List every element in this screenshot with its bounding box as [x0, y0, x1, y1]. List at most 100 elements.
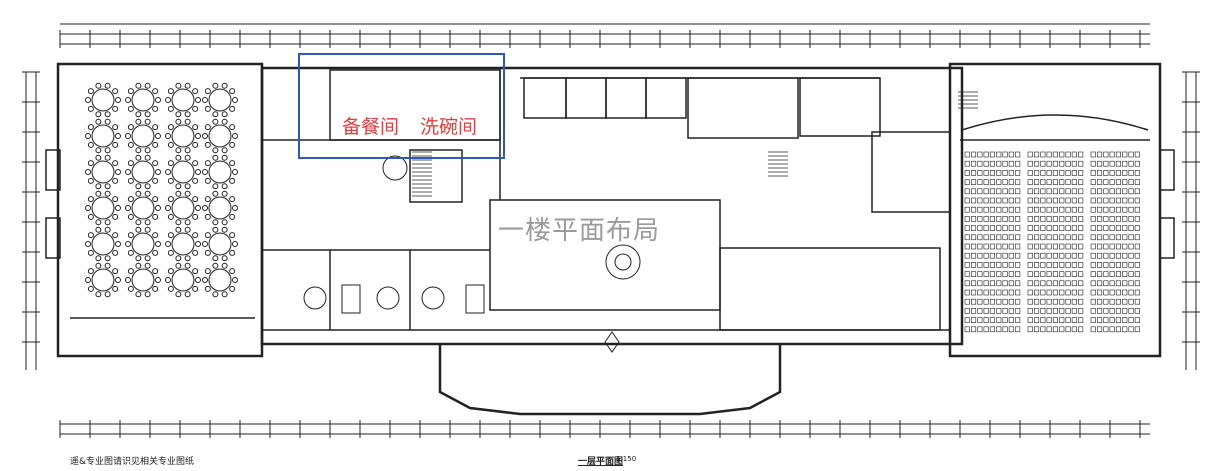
banquet-chair: [192, 285, 199, 292]
auditorium-seat: [964, 326, 970, 333]
auditorium-seat: [983, 262, 989, 268]
banquet-chair: [95, 82, 102, 89]
auditorium-seat: [1040, 317, 1046, 323]
banquet-chair: [221, 118, 228, 125]
auditorium-seat: [1040, 160, 1046, 167]
plan-title: 一楼平面布局: [498, 216, 661, 246]
auditorium-seat: [1090, 179, 1096, 185]
banquet-chair: [229, 177, 236, 184]
banquet-chair: [229, 232, 236, 239]
auditorium-seat: [1046, 197, 1052, 204]
auditorium-seat: [1090, 289, 1096, 296]
auditorium-seat: [1078, 317, 1084, 323]
banquet-table: [91, 160, 115, 184]
auditorium-seat: [989, 225, 996, 231]
auditorium-seat: [1008, 271, 1014, 277]
auditorium-seat: [977, 280, 983, 287]
banquet-chair: [112, 124, 119, 131]
auditorium-seat: [1128, 317, 1134, 323]
banquet-chair: [212, 291, 219, 298]
auditorium-seat: [1071, 326, 1077, 333]
banquet-chair: [135, 262, 142, 269]
auditorium-seat: [1052, 308, 1058, 314]
banquet-chair: [184, 118, 191, 125]
banquet-chair: [135, 226, 142, 233]
auditorium-seat: [1103, 151, 1109, 158]
auditorium-seat: [977, 308, 983, 314]
auditorium-seat: [1128, 206, 1134, 213]
auditorium-seat: [1122, 160, 1128, 167]
auditorium-seat: [1046, 170, 1052, 176]
auditorium-seat: [1090, 262, 1096, 268]
auditorium-seat: [1097, 234, 1103, 241]
banquet-chair: [221, 291, 228, 298]
auditorium-seat: [1128, 326, 1134, 333]
auditorium-seat: [1008, 280, 1014, 287]
auditorium-seat: [1059, 216, 1065, 222]
auditorium-seat: [1109, 188, 1115, 195]
auditorium-seat: [1040, 206, 1046, 213]
banquet-chair: [112, 249, 119, 256]
auditorium-seat: [1115, 326, 1121, 333]
lobby-fountain: [605, 244, 641, 280]
auditorium-seat: [1128, 170, 1134, 176]
auditorium-seat: [964, 170, 970, 176]
auditorium-seat: [1059, 326, 1065, 333]
auditorium-seat: [1071, 160, 1077, 167]
auditorium-seat: [1034, 326, 1040, 333]
banquet-chair: [202, 205, 208, 211]
auditorium-stage-arc: [961, 114, 1149, 131]
auditorium-seat: [983, 243, 989, 250]
banquet-chair: [144, 118, 151, 125]
auditorium-seat: [1078, 197, 1084, 204]
banquet-chair: [112, 232, 119, 239]
auditorium-seat: [1134, 252, 1140, 259]
banquet-chair: [192, 268, 199, 275]
auditorium-seat: [983, 179, 989, 185]
auditorium-seat: [970, 179, 977, 185]
auditorium-seat: [1103, 188, 1109, 195]
banquet-chair: [152, 213, 159, 220]
auditorium-seat: [1052, 179, 1058, 185]
private-table-2: [376, 286, 400, 310]
auditorium-seat: [1046, 308, 1052, 314]
banquet-chair: [175, 183, 182, 190]
auditorium-seat: [1103, 206, 1109, 213]
auditorium-seat: [1103, 160, 1109, 167]
banquet-chair: [112, 268, 119, 275]
auditorium-seat: [1059, 317, 1065, 323]
banquet-chair: [95, 190, 102, 197]
auditorium-seat: [1034, 243, 1040, 250]
auditorium-seat: [1002, 262, 1008, 268]
auditorium-seat: [1002, 317, 1008, 323]
auditorium-seat: [1059, 308, 1065, 314]
auditorium-seat: [1122, 317, 1128, 323]
auditorium-seat: [983, 234, 989, 241]
banquet-chair: [115, 205, 121, 211]
auditorium-seat: [1065, 280, 1071, 287]
auditorium-seat: [1046, 289, 1052, 296]
auditorium-seat: [1008, 197, 1014, 204]
auditorium-seat: [964, 206, 970, 213]
auditorium-seat: [1065, 317, 1071, 323]
banquet-chair: [127, 105, 134, 112]
auditorium-seat: [983, 151, 989, 158]
auditorium-seat: [1046, 160, 1052, 167]
auditorium-seating: [964, 151, 1140, 333]
banquet-chair: [232, 133, 238, 139]
banquet-chair: [212, 255, 219, 262]
auditorium-seat: [1065, 170, 1071, 176]
banquet-chair: [127, 268, 134, 275]
sheet-title: 一层平面图: [578, 457, 624, 467]
auditorium-seat: [1071, 234, 1077, 241]
banquet-chair: [87, 285, 94, 292]
banquet-chair: [87, 232, 94, 239]
auditorium-seat: [1109, 280, 1115, 287]
auditorium-seat: [1027, 289, 1033, 296]
banquet-chair: [212, 147, 219, 154]
auditorium-seat: [1097, 188, 1103, 195]
auditorium-seat: [1008, 243, 1014, 250]
auditorium-seat: [1128, 271, 1134, 277]
banquet-chair: [175, 255, 182, 262]
auditorium-seat: [1034, 252, 1040, 259]
